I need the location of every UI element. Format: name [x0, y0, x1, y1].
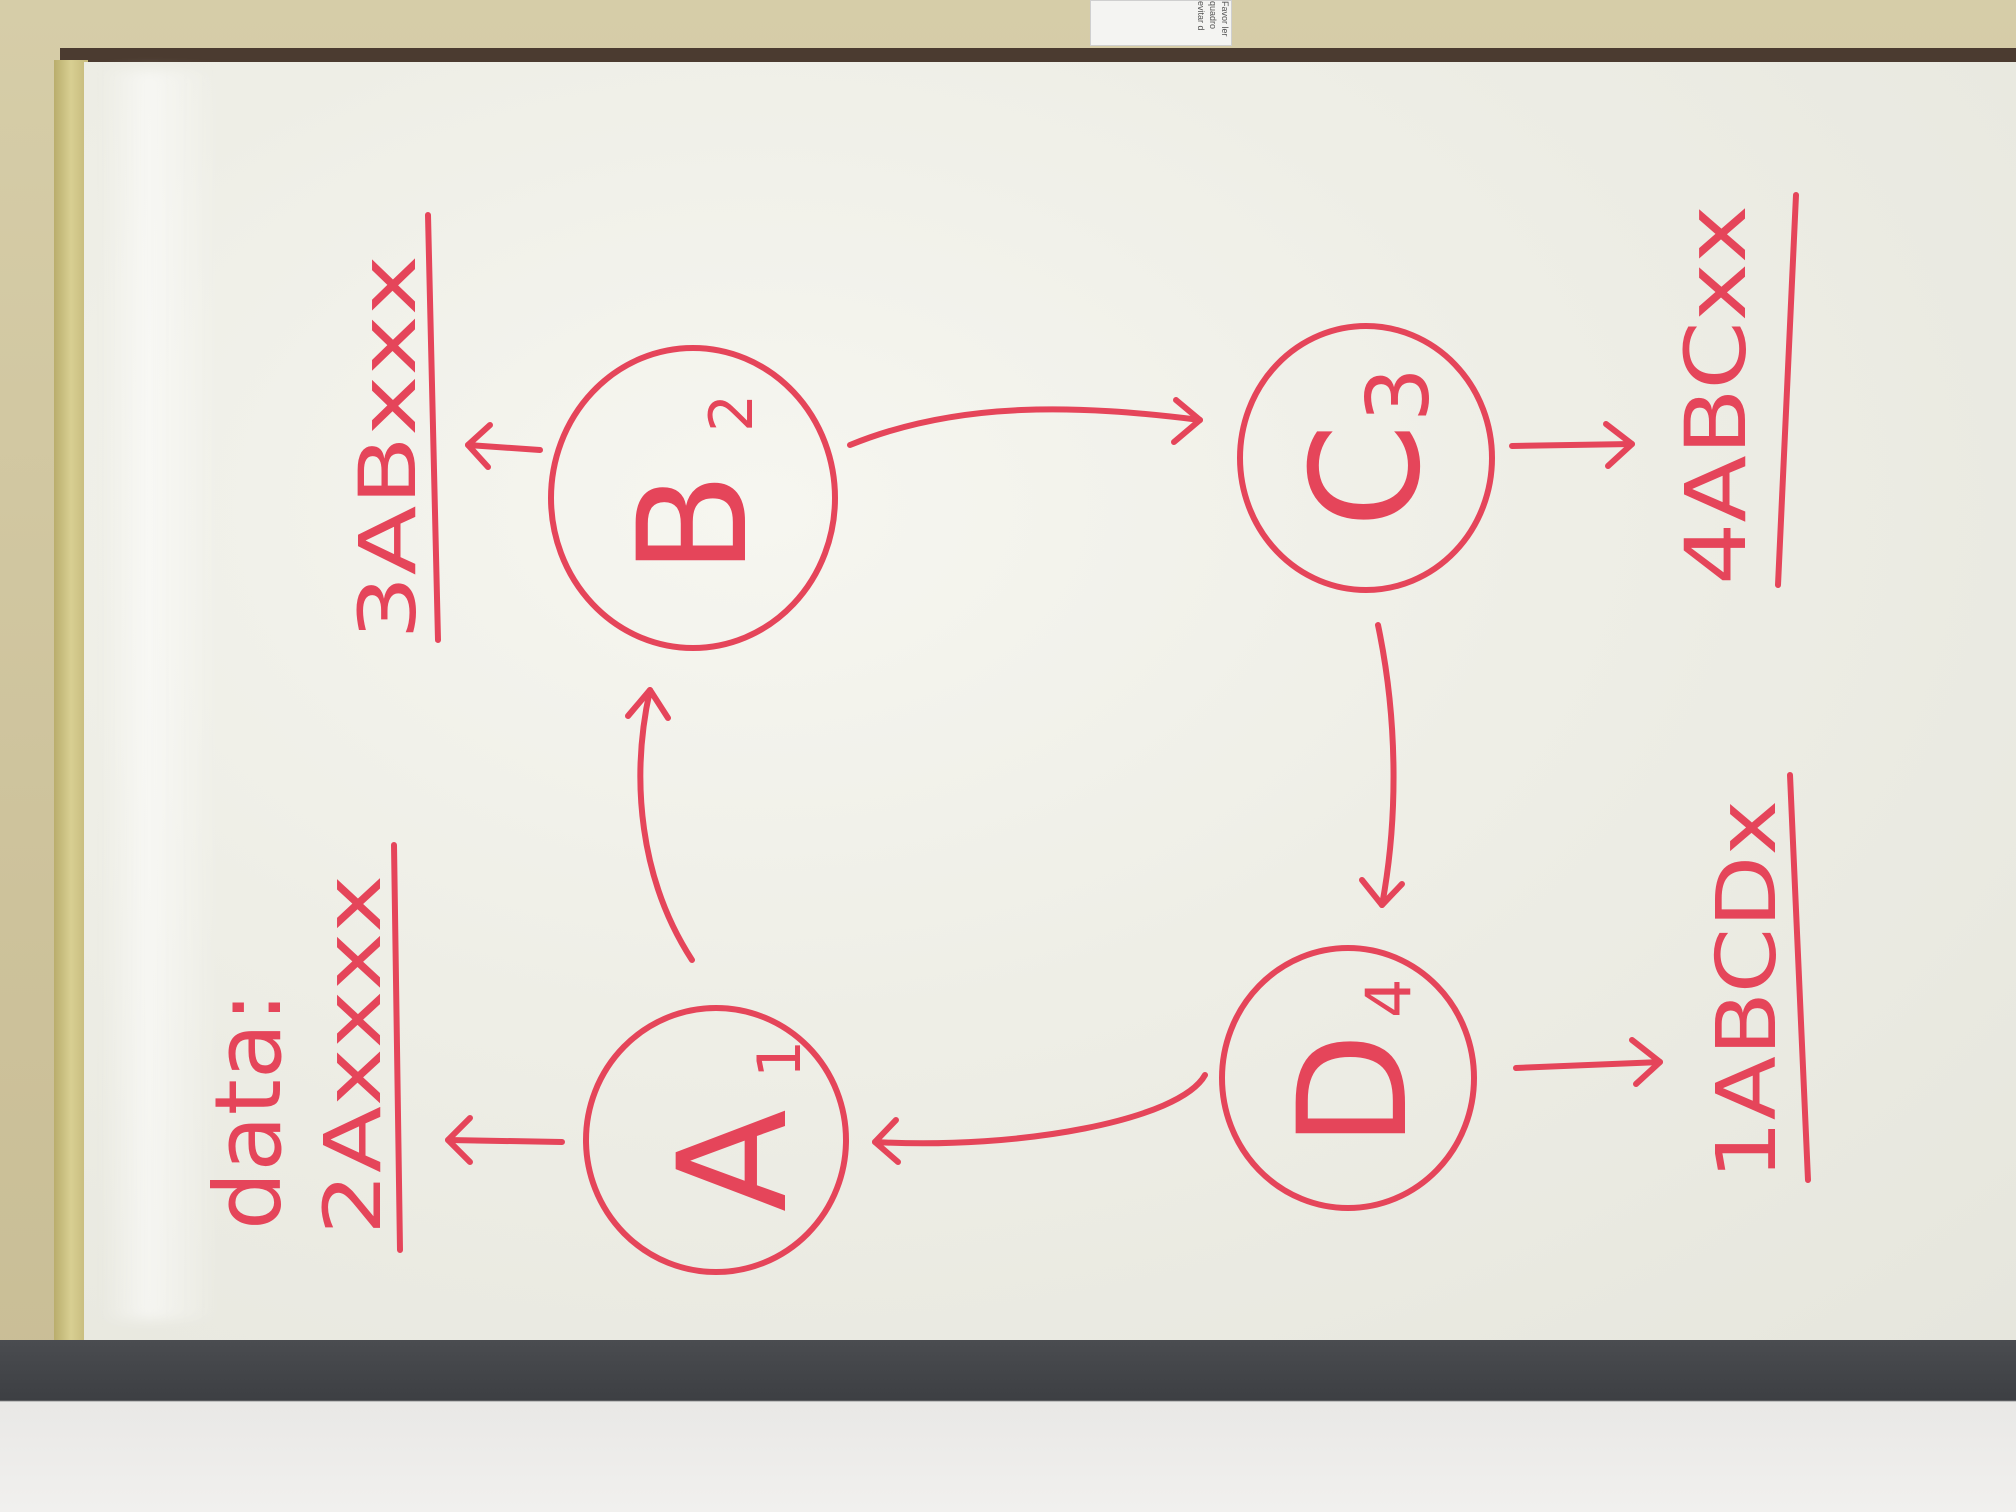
label-d: 1ABCDx	[1700, 772, 1811, 1183]
node-b-number: 2	[697, 394, 767, 432]
whiteboard-surface	[84, 62, 2016, 1340]
arrow-b-to-c	[847, 397, 1203, 448]
whiteboard-tray-edge	[54, 60, 88, 1350]
arrow-c-to-label	[1509, 421, 1635, 469]
node-c-letter: C	[1280, 423, 1454, 528]
label-b-text: 3ABxxx	[344, 255, 434, 640]
label-d-underline	[1787, 772, 1811, 1183]
notice-paper: Favor ler quadro evitar d	[1090, 0, 1232, 46]
node-c-circle	[1237, 323, 1495, 593]
node-c: C 3	[1237, 323, 1495, 593]
arrow-a-to-label	[445, 1115, 565, 1165]
node-d-circle	[1219, 945, 1477, 1211]
node-a: A 1	[583, 1005, 849, 1275]
node-d-number: 4	[1352, 979, 1425, 1018]
node-b: B 2	[548, 345, 838, 651]
light-glare	[100, 70, 220, 1320]
node-d-letter: D	[1267, 1032, 1441, 1148]
label-a-text: 2Axxxx	[309, 875, 399, 1235]
bottom-frame	[0, 1340, 2016, 1512]
label-c-text: 4ABCxx	[1667, 205, 1765, 585]
node-c-number: 3	[1349, 367, 1449, 422]
node-d: D 4	[1219, 945, 1477, 1211]
node-b-circle	[548, 345, 838, 651]
node-a-letter: A	[647, 1109, 821, 1212]
arrow-d-to-a	[872, 1072, 1208, 1165]
label-c: 4ABCxx	[1667, 192, 1799, 588]
heading-text: data:	[195, 992, 302, 1230]
label-b-underline	[425, 212, 441, 643]
node-a-number: 1	[745, 1040, 815, 1078]
arrow-d-to-label	[1513, 1037, 1663, 1087]
label-a-underline	[391, 842, 403, 1253]
label-b: 3ABxxx	[344, 212, 441, 643]
label-d-text: 1ABCDx	[1700, 800, 1795, 1180]
arrow-b-to-label	[465, 422, 543, 470]
arrow-c-to-d	[1359, 622, 1405, 908]
label-a: 2Axxxx	[309, 842, 403, 1253]
node-b-letter: B	[607, 472, 781, 575]
arrow-a-to-b	[625, 687, 695, 963]
node-a-circle	[583, 1005, 849, 1275]
label-c-underline	[1775, 192, 1799, 588]
